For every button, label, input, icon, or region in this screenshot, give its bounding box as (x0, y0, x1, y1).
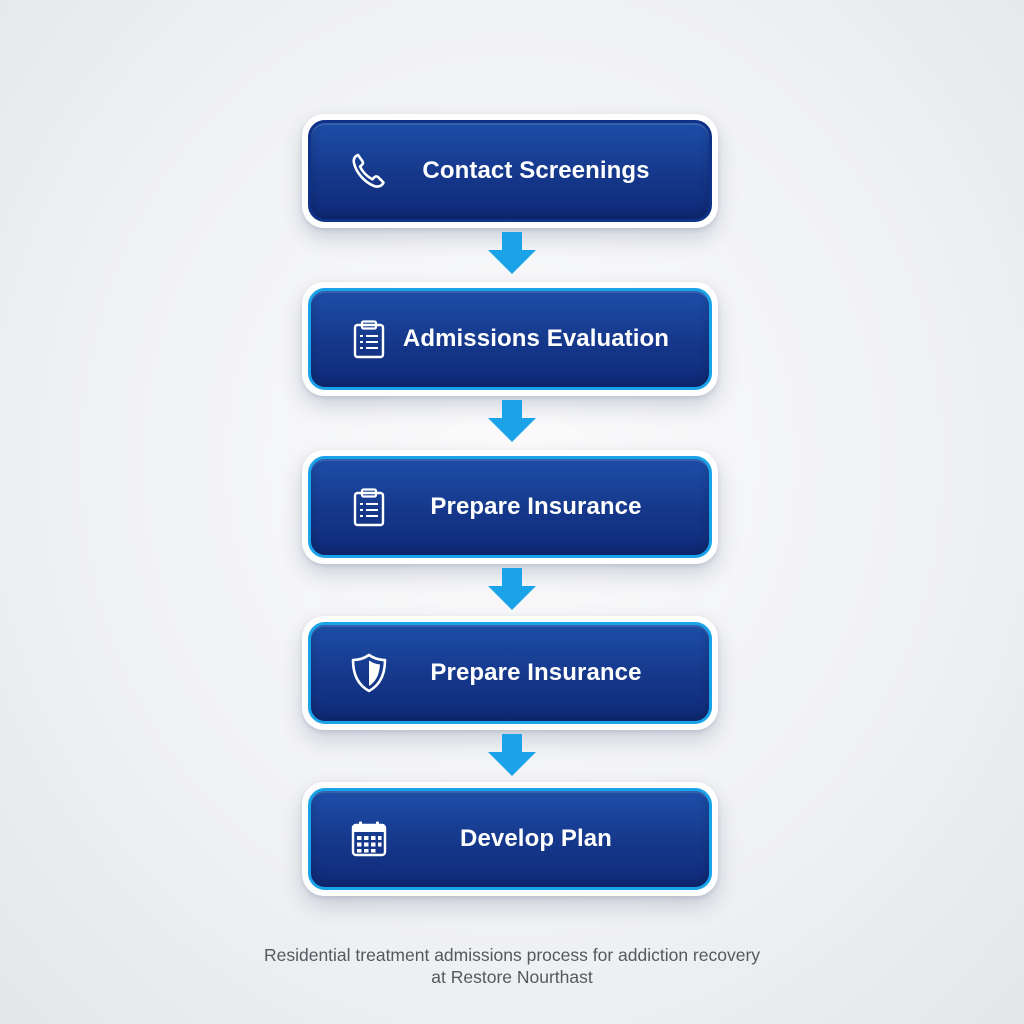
step-box: Admissions Evaluation (308, 288, 712, 390)
step-box: Develop Plan (308, 788, 712, 890)
step-label: Develop Plan (460, 825, 612, 852)
step-contact-screenings: Contact Screenings (302, 114, 718, 228)
step-box: Contact Screenings (308, 120, 712, 222)
down-arrow-icon (485, 398, 539, 444)
step-admissions-evaluation: Admissions Evaluation (302, 282, 718, 396)
step-develop-plan: Develop Plan (302, 782, 718, 896)
step-box: Prepare Insurance (308, 456, 712, 558)
caption: Residential treatment admissions process… (0, 944, 1024, 988)
clipboard-icon (347, 485, 391, 529)
step-box: Prepare Insurance (308, 622, 712, 724)
calendar-icon (347, 817, 391, 861)
shield-icon (347, 651, 391, 695)
step-prepare-insurance-1: Prepare Insurance (302, 450, 718, 564)
step-prepare-insurance-2: Prepare Insurance (302, 616, 718, 730)
step-label: Prepare Insurance (430, 659, 642, 686)
caption-line-1: Residential treatment admissions process… (263, 945, 761, 965)
step-label: Prepare Insurance (430, 493, 642, 520)
down-arrow-icon (485, 566, 539, 612)
step-label: Admissions Evaluation (402, 325, 670, 352)
down-arrow-icon (485, 732, 539, 778)
step-label: Contact Screenings (422, 157, 650, 184)
caption-line-2: at Restore Nourthast (431, 967, 593, 987)
clipboard-icon (347, 317, 391, 361)
phone-icon (347, 149, 391, 193)
down-arrow-icon (485, 230, 539, 276)
